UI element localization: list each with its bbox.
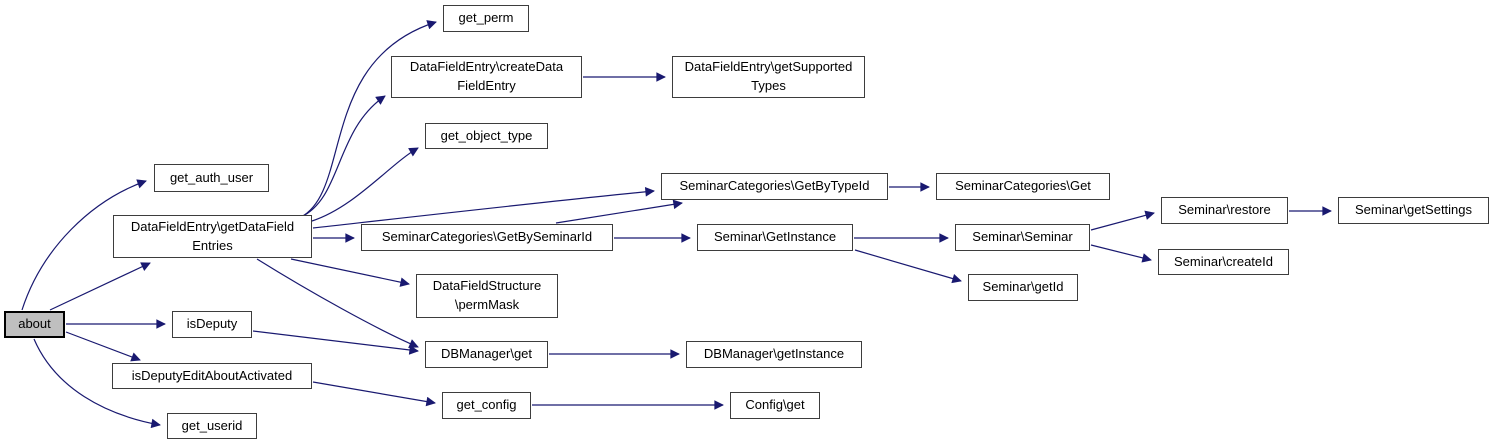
node-get-by-type-id[interactable]: SeminarCategories\GetByTypeId (661, 173, 888, 200)
node-is-deputy-edit-about-activated[interactable]: isDeputyEditAboutActivated (112, 363, 312, 389)
edge-about-to-get-data-field-entries (49, 262, 151, 311)
edge-seminar-seminar-to-seminar-create-id (1090, 244, 1152, 263)
node-get-config[interactable]: get_config (442, 392, 531, 419)
node-seminar-get-settings[interactable]: Seminar\getSettings (1338, 197, 1489, 224)
edge-seminar-get-instance-to-seminar-get-id (854, 249, 962, 284)
edge-get-data-field-entries-to-create-data-field-entry (300, 95, 386, 218)
edge-get-data-field-entries-to-get-object-type (311, 147, 419, 222)
node-seminar-categories-get[interactable]: SeminarCategories\Get (936, 173, 1110, 200)
node-get-supported-types[interactable]: DataFieldEntry\getSupported Types (672, 56, 865, 98)
node-get-auth-user[interactable]: get_auth_user (154, 164, 269, 192)
node-seminar-seminar[interactable]: Seminar\Seminar (955, 224, 1090, 251)
node-get-perm[interactable]: get_perm (443, 5, 529, 32)
edge-get-data-field-entries-to-get-perm (300, 20, 437, 218)
node-dbmanager-get[interactable]: DBManager\get (425, 341, 548, 368)
node-seminar-restore[interactable]: Seminar\restore (1161, 197, 1288, 224)
node-about[interactable]: about (4, 311, 65, 338)
node-create-data-field-entry[interactable]: DataFieldEntry\createData FieldEntry (391, 56, 582, 98)
edge-is-deputy-to-dbmanager-get (252, 330, 419, 355)
node-get-object-type[interactable]: get_object_type (425, 123, 548, 149)
node-get-data-field-entries[interactable]: DataFieldEntry\getDataField Entries (113, 215, 312, 258)
node-seminar-get-instance[interactable]: Seminar\GetInstance (697, 224, 853, 251)
node-get-userid[interactable]: get_userid (167, 413, 257, 439)
node-seminar-create-id[interactable]: Seminar\createId (1158, 249, 1289, 275)
edge-get-by-seminar-id-to-get-by-type-id (555, 199, 683, 224)
edge-is-deputy-edit-about-activated-to-get-config (312, 381, 436, 407)
node-get-by-seminar-id[interactable]: SeminarCategories\GetBySeminarId (361, 224, 613, 251)
edge-seminar-seminar-to-seminar-restore (1090, 210, 1155, 231)
node-is-deputy[interactable]: isDeputy (172, 311, 252, 338)
edge-about-to-is-deputy-edit-about-activated (65, 331, 141, 362)
edge-about-to-get-userid (33, 338, 161, 429)
edge-get-data-field-entries-to-get-by-type-id (312, 187, 655, 229)
node-dbmanager-get-instance[interactable]: DBManager\getInstance (686, 341, 862, 368)
node-config-get[interactable]: Config\get (730, 392, 820, 419)
node-seminar-get-id[interactable]: Seminar\getId (968, 274, 1078, 301)
edge-get-data-field-entries-to-dbmanager-get (256, 258, 419, 349)
edge-get-data-field-entries-to-perm-mask (290, 258, 410, 287)
edge-about-to-get-auth-user (21, 179, 147, 311)
node-perm-mask[interactable]: DataFieldStructure \permMask (416, 274, 558, 318)
